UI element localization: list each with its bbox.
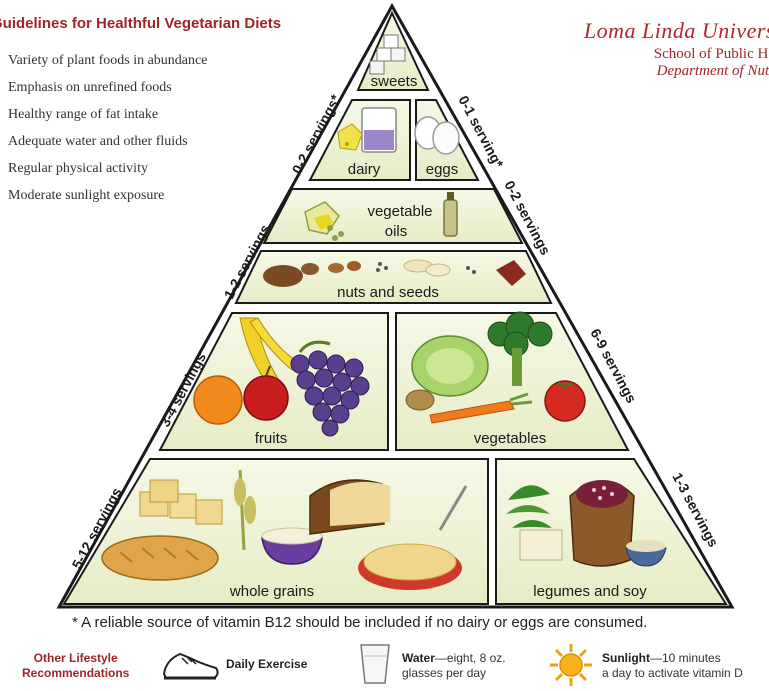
vegetables-label: vegetables — [474, 430, 547, 447]
water-detail-1: —eight, 8 oz. — [434, 651, 506, 665]
tier-eggs: eggs — [414, 99, 480, 181]
guideline-item: Adequate water and other fluids — [8, 134, 188, 149]
guidelines-list: Variety of plant foods in abundance Emph… — [8, 52, 207, 214]
sunlight-detail-1: —10 minutes — [650, 651, 721, 665]
nuts-label: nuts and seeds — [337, 284, 439, 301]
water-recommendation: Water—eight, 8 oz. glasses per day — [402, 651, 506, 681]
university-name: Loma Linda Univers — [583, 18, 769, 43]
pyramid-outline — [56, 2, 735, 609]
sunlight-label: Sunlight — [602, 651, 650, 665]
lifestyle-title-line1: Other Lifestyle — [33, 651, 118, 665]
eggs-label: eggs — [426, 161, 459, 178]
water-detail-2: glasses per day — [402, 666, 487, 680]
exercise-recommendation: Daily Exercise — [226, 657, 307, 672]
dairy-icon — [337, 107, 397, 153]
tier-oils: vegetable oils — [262, 188, 524, 244]
tier-vegetables: vegetables — [395, 311, 630, 451]
guideline-item: Variety of plant foods in abundance — [8, 53, 208, 68]
tier-nuts: nuts and seeds — [234, 250, 553, 304]
guidelines-title: Guidelines for Healthful Vegetarian Diet… — [0, 15, 282, 32]
sugar-cubes-icon — [369, 34, 406, 75]
guideline-item: Healthy range of fat intake — [8, 107, 159, 122]
grains-icon — [101, 469, 468, 590]
department-name: Department of Nutr — [656, 63, 769, 79]
guideline-item: Moderate sunlight exposure — [8, 188, 165, 203]
sneaker-icon — [162, 652, 219, 680]
tier-fruits: fruits — [158, 312, 389, 451]
lifestyle-title: Other Lifestyle Recommendations — [22, 651, 129, 681]
school-name: School of Public He — [653, 46, 769, 62]
fruits-icon — [193, 317, 370, 437]
grains-label: whole grains — [229, 583, 314, 600]
oils-label-line1: vegetable — [367, 203, 432, 220]
sun-icon — [550, 644, 592, 686]
sunlight-recommendation: Sunlight—10 minutes a day to activate vi… — [602, 651, 743, 681]
food-pyramid: sweets dairy eggs — [56, 2, 735, 609]
water-label: Water — [402, 651, 435, 665]
tier-sweets: sweets — [356, 10, 430, 91]
oil-bottle-icon — [304, 201, 344, 241]
b12-footnote: * A reliable source of vitamin B12 shoul… — [72, 614, 648, 631]
exercise-label: Daily Exercise — [226, 657, 308, 671]
lifestyle-recommendations: Other Lifestyle Recommendations Daily Ex… — [0, 640, 769, 691]
legumes-label: legumes and soy — [533, 583, 647, 600]
sweets-label: sweets — [371, 73, 418, 90]
lifestyle-title-line2: Recommendations — [22, 666, 130, 680]
institution-header: Loma Linda Univers School of Public He D… — [584, 18, 769, 80]
tier-legumes: legumes and soy — [495, 458, 728, 605]
guideline-item: Emphasis on unrefined foods — [8, 80, 172, 95]
guideline-item: Regular physical activity — [8, 161, 148, 176]
vegetables-icon — [405, 311, 586, 424]
sunlight-detail-2: a day to activate vitamin D — [602, 666, 743, 680]
bottle-icon — [443, 192, 458, 237]
glass-icon — [360, 644, 390, 684]
tier-grains: whole grains — [62, 458, 489, 605]
oils-label-line2: oils — [385, 223, 408, 240]
legumes-icon — [506, 480, 667, 567]
dairy-label: dairy — [348, 161, 381, 178]
fruits-label: fruits — [255, 430, 288, 447]
tier-dairy: dairy — [308, 99, 411, 181]
nuts-icon — [263, 259, 526, 287]
eggs-icon — [414, 116, 460, 155]
